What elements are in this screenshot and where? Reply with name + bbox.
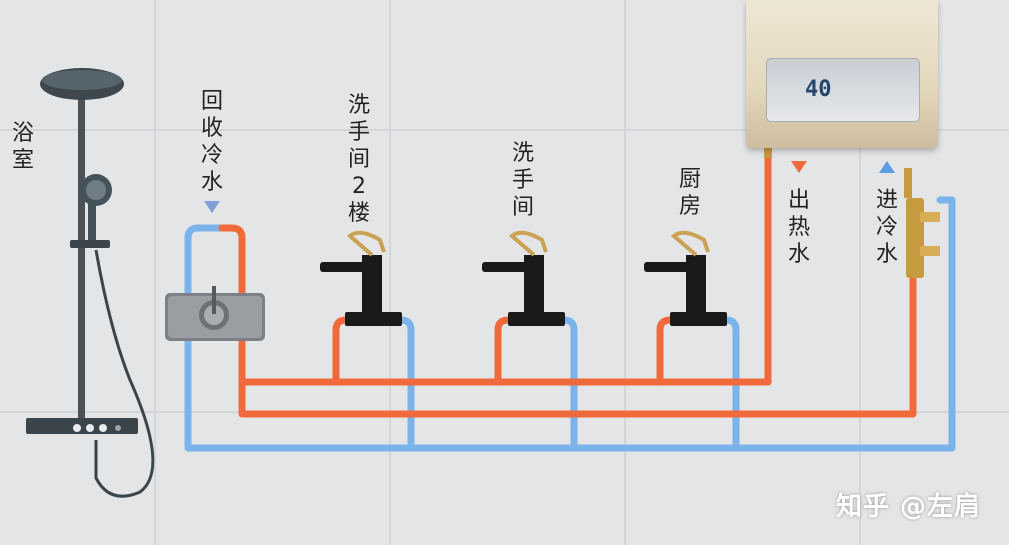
hot-pipe-outer bbox=[218, 224, 917, 418]
label-bathroom: 浴室 bbox=[11, 121, 34, 173]
hot-out-arrow-icon bbox=[791, 161, 807, 173]
return-mixer-plate bbox=[165, 286, 265, 341]
label-kitchen: 厨房 bbox=[678, 167, 701, 219]
hot-pipe-main bbox=[238, 146, 772, 386]
faucet-washroom-2f bbox=[320, 230, 402, 326]
watermark: 知乎 @左肩 bbox=[835, 492, 981, 522]
hot-pipe-branch-washroom bbox=[494, 316, 522, 386]
label-washroom: 洗手间 bbox=[511, 141, 534, 220]
cold-in-arrow-icon bbox=[879, 161, 895, 173]
faucet-kitchen bbox=[644, 230, 727, 326]
shower-fixture bbox=[26, 68, 155, 498]
label-hot-out: 出热水 bbox=[787, 188, 810, 267]
water-heater: 40 bbox=[746, 0, 938, 148]
hot-pipe-branch-kitchen bbox=[656, 316, 684, 386]
label-cold-return: 回收冷水 bbox=[200, 89, 223, 195]
label-cold-in: 进冷水 bbox=[875, 188, 898, 267]
heater-control-panel: 40 bbox=[766, 58, 920, 122]
label-washroom-2f: 洗手间2楼 bbox=[347, 93, 370, 226]
cold-pipe-main bbox=[184, 221, 956, 452]
brass-valve bbox=[764, 148, 940, 278]
hot-pipe-branch-2f bbox=[332, 316, 360, 386]
cold-inlet-pipe bbox=[936, 196, 956, 234]
temperature-display: 40 bbox=[805, 77, 832, 102]
faucet-washroom bbox=[482, 230, 565, 326]
cold-return-arrow-icon bbox=[204, 201, 220, 213]
